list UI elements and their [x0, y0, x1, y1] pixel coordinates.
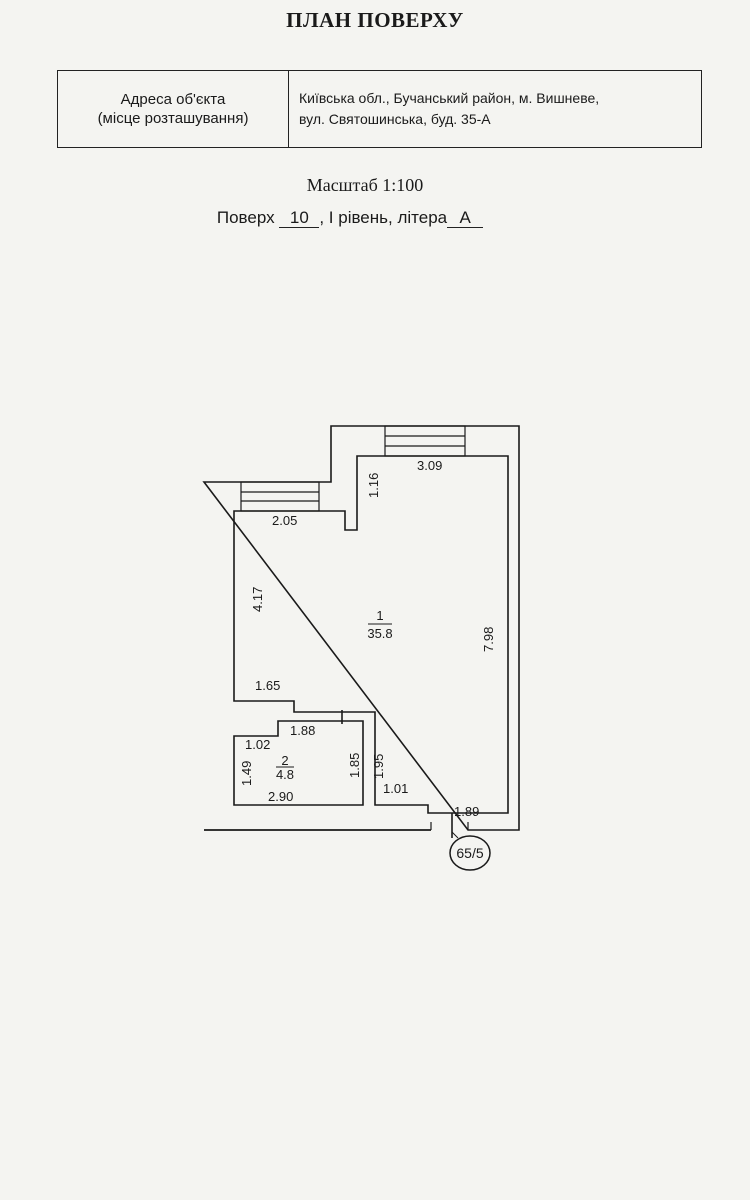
marker-label: 65/5: [456, 845, 483, 861]
room1-area: 35.8: [367, 626, 392, 641]
inner-wall-room2: [233, 720, 364, 806]
page-title: ПЛАН ПОВЕРХУ: [286, 8, 464, 32]
room2-number: 2: [281, 753, 288, 768]
inner-wall-room1: [233, 455, 509, 814]
floor-prefix: Поверх: [216, 208, 275, 227]
address-label-line1: Адреса об'єкта: [120, 91, 226, 108]
dim-room2-top: 1.88: [290, 723, 315, 738]
address-table: Адреса об'єкта (місце розташування) Київ…: [57, 70, 702, 148]
address-label-cell: Адреса об'єкта (місце розташування): [58, 71, 289, 147]
dim-bottom-segment: 1.01: [383, 781, 408, 796]
marker-circle: [449, 835, 491, 871]
window-top-right: [384, 425, 466, 457]
dim-left-height: 4.17: [250, 587, 265, 612]
outer-wall-outline: [202, 425, 520, 831]
dim-room2-right: 1.85: [347, 753, 362, 778]
address-value-line1: Київська обл., Бучанський район, м. Вишн…: [299, 90, 600, 106]
dim-room2-bottom: 2.90: [268, 789, 293, 804]
address-value-line2: вул. Святошинська, буд. 35-А: [299, 111, 491, 127]
dim-corridor-height: 1.95: [371, 754, 386, 779]
marker-leader: [451, 831, 459, 839]
scale-label: Масштаб 1:100: [306, 175, 424, 195]
dim-notch-height: 1.16: [366, 473, 381, 498]
floor-number: 10: [279, 209, 320, 228]
dim-room2-left-top: 1.02: [245, 737, 270, 752]
address-label-line2: (місце розташування): [97, 110, 249, 127]
dim-door-width: 1.89: [454, 804, 479, 819]
address-value-cell: Київська обл., Бучанський район, м. Вишн…: [289, 71, 701, 147]
dim-room2-height: 1.49: [239, 761, 254, 786]
room1-number: 1: [376, 608, 383, 623]
dim-top-left-width: 2.05: [272, 513, 297, 528]
dim-top-right-width: 3.09: [417, 458, 442, 473]
dim-step-width: 1.65: [255, 678, 280, 693]
floor-middle: , І рівень, літера: [319, 208, 448, 227]
floor-letter: А: [447, 209, 484, 228]
dim-right-height: 7.98: [481, 627, 496, 652]
window-top-left: [240, 481, 320, 512]
room2-area: 4.8: [276, 767, 294, 782]
